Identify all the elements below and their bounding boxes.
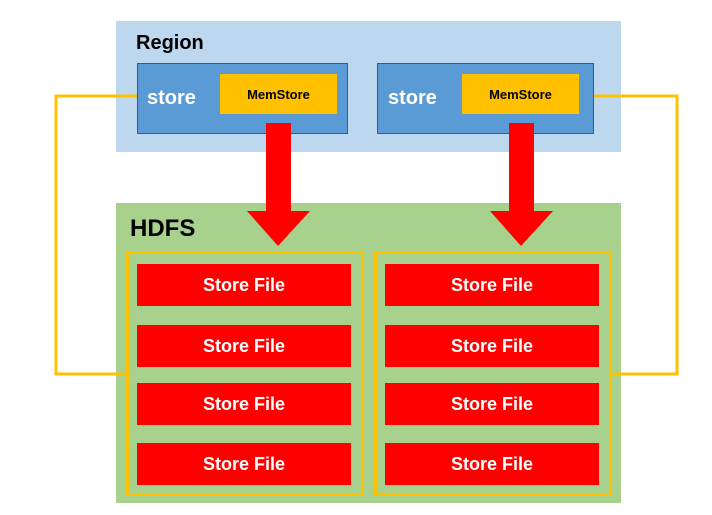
store-file-right-2: Store File	[385, 325, 599, 367]
store-file-right-1: Store File	[385, 264, 599, 306]
memstore-right: MemStore	[462, 74, 579, 114]
store-file-left-4: Store File	[137, 443, 351, 485]
store-file-left-2: Store File	[137, 325, 351, 367]
store-file-right-3: Store File	[385, 383, 599, 425]
memstore-left: MemStore	[220, 74, 337, 114]
hdfs-title: HDFS	[130, 215, 196, 242]
store-file-right-4: Store File	[385, 443, 599, 485]
store-file-left-1: Store File	[137, 264, 351, 306]
store-label-right: store	[388, 87, 437, 109]
store-file-left-3: Store File	[137, 383, 351, 425]
store-label-left: store	[147, 87, 196, 109]
region-title: Region	[136, 32, 204, 54]
